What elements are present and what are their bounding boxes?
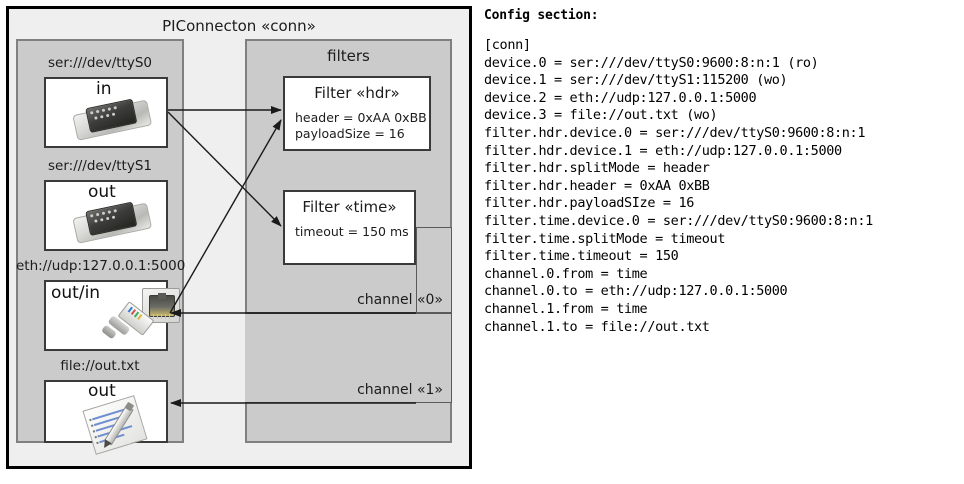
device-box-ttyS1[interactable]: out [44, 180, 168, 251]
device-label-file: file://out.txt [60, 358, 140, 374]
device-box-eth[interactable]: out/in [44, 280, 180, 351]
device-box-ttyS0[interactable]: in [44, 77, 168, 148]
device-label-eth: eth://udp:127.0.0.1:5000 [16, 258, 186, 274]
filter-time-prop-timeout: timeout = 150 ms [295, 224, 409, 239]
device-io-file: out [88, 381, 116, 401]
channel-box-0-stub [416, 227, 452, 313]
channel-1-label: channel «1» [357, 382, 443, 398]
device-label-ttyS0: ser:///dev/ttyS0 [48, 55, 152, 71]
ethernet-icon [101, 286, 192, 348]
filter-hdr-prop-header: header = 0xAA 0xBB [295, 110, 427, 125]
filter-box-time[interactable]: Filter «time» timeout = 150 ms [283, 190, 416, 265]
filter-hdr-props: header = 0xAA 0xBB payloadSize = 16 [295, 110, 427, 142]
channel-box-1[interactable]: channel «1» [245, 313, 452, 403]
text-file-icon [82, 395, 156, 455]
filter-time-title: Filter «time» [302, 198, 397, 216]
filter-time-props: timeout = 150 ms [295, 224, 409, 240]
device-label-ttyS1: ser:///dev/ttyS1 [48, 158, 152, 174]
filter-hdr-prop-payloadsize: payloadSize = 16 [295, 126, 405, 141]
device-io-eth: out/in [51, 283, 101, 303]
channel-0-label: channel «0» [357, 292, 443, 308]
filter-hdr-title: Filter «hdr» [314, 84, 400, 102]
channel-box-0[interactable]: channel «0» [245, 227, 452, 313]
filter-box-hdr[interactable]: Filter «hdr» header = 0xAA 0xBB payloadS… [283, 76, 431, 151]
device-box-file[interactable]: out [44, 380, 168, 455]
config-heading: Config section: [484, 8, 599, 23]
serial-port-icon [71, 196, 155, 247]
filters-panel-title: filters [327, 47, 370, 65]
device-io-ttyS1: out [88, 182, 116, 202]
serial-port-icon [71, 93, 155, 144]
config-section: Config section: [conn] device.0 = ser://… [484, 8, 958, 336]
config-text: [conn] device.0 = ser:///dev/ttyS0:9600:… [484, 37, 873, 335]
component-title: PIConnecton «conn» [162, 17, 316, 35]
device-io-ttyS0: in [96, 79, 112, 99]
